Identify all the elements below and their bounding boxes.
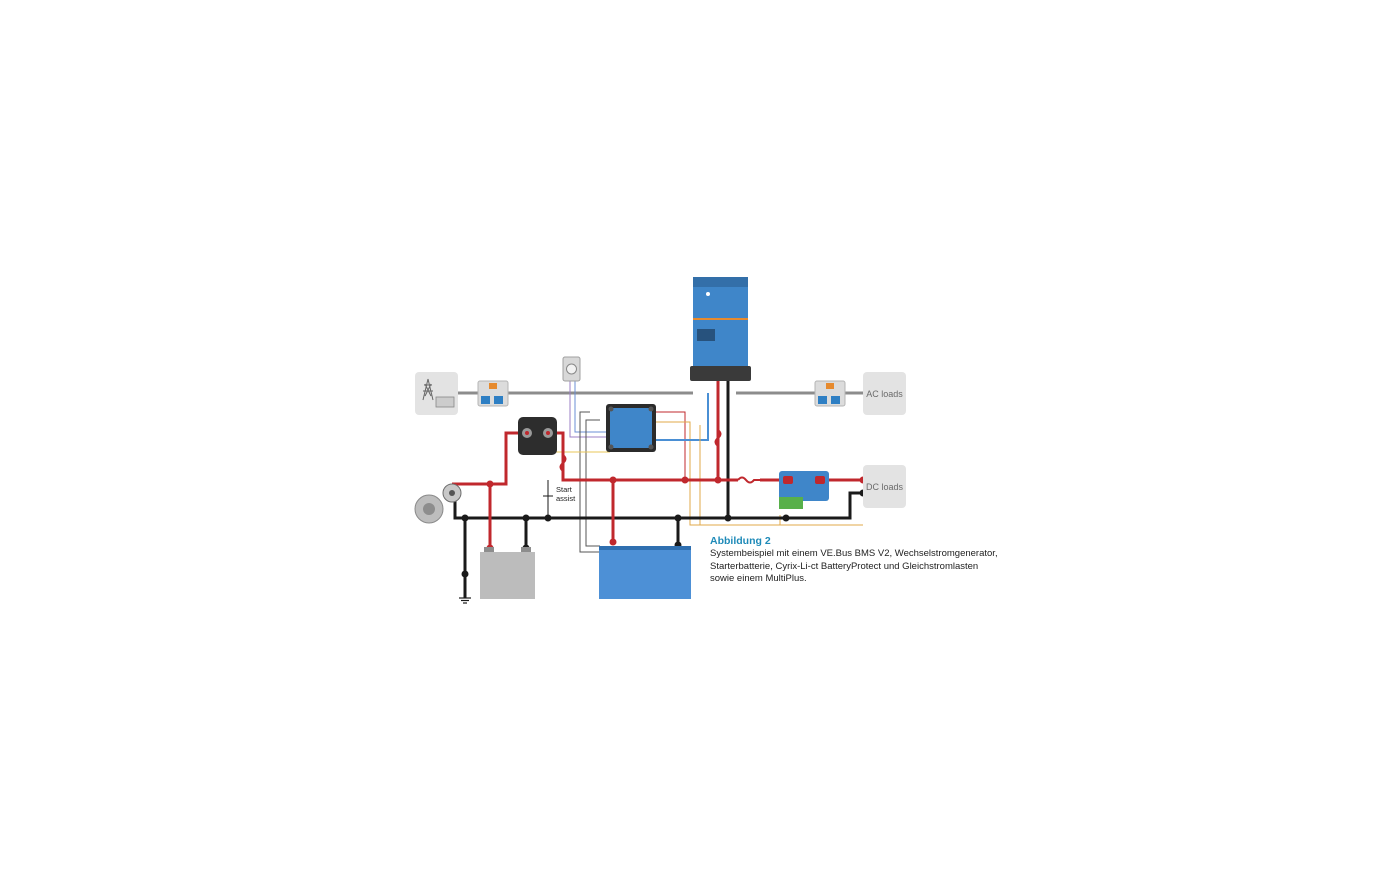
start-assist-label-line2: assist [556, 494, 576, 503]
caption-line: Systembeispiel mit einem VE.Bus BMS V2, … [710, 548, 998, 559]
figure-caption: Abbildung 2 Systembeispiel mit einem VE.… [710, 535, 1040, 586]
shore-power-icon [435, 396, 455, 408]
multiplus-inverter [690, 277, 751, 381]
dc-positive-bus [452, 380, 863, 548]
lithium-battery [599, 546, 691, 599]
starter-battery [480, 547, 535, 599]
power-pylon-icon [422, 378, 434, 401]
ac-breaker-input [477, 380, 509, 407]
fuse-icon [559, 454, 567, 472]
start-assist-switch [543, 480, 553, 518]
start-assist-label-line1: Start [556, 485, 573, 494]
caption-line: Starterbatterie, Cyrix-Li-ct BatteryProt… [710, 560, 979, 572]
ac-breaker-output [814, 380, 846, 407]
shore-power-box [415, 372, 458, 415]
signal-wires [539, 380, 863, 553]
alternator-icon [414, 483, 462, 524]
remote-switch [562, 356, 581, 382]
cyrix-li-ct [518, 417, 557, 455]
caption-title: Abbildung 2 [710, 535, 771, 547]
fuse-icon [714, 429, 722, 447]
ac-loads-box: AC loads [863, 372, 906, 415]
dc-loads-label: DC loads [866, 482, 904, 492]
battery-protect [779, 471, 829, 509]
ground-icon [459, 597, 471, 604]
dc-loads-box: DC loads [863, 465, 906, 508]
fuse-icon [737, 476, 760, 484]
caption-line: sowie einem MultiPlus. [710, 573, 807, 584]
ve-bus-bms [606, 404, 656, 452]
ac-loads-label: AC loads [866, 389, 903, 399]
